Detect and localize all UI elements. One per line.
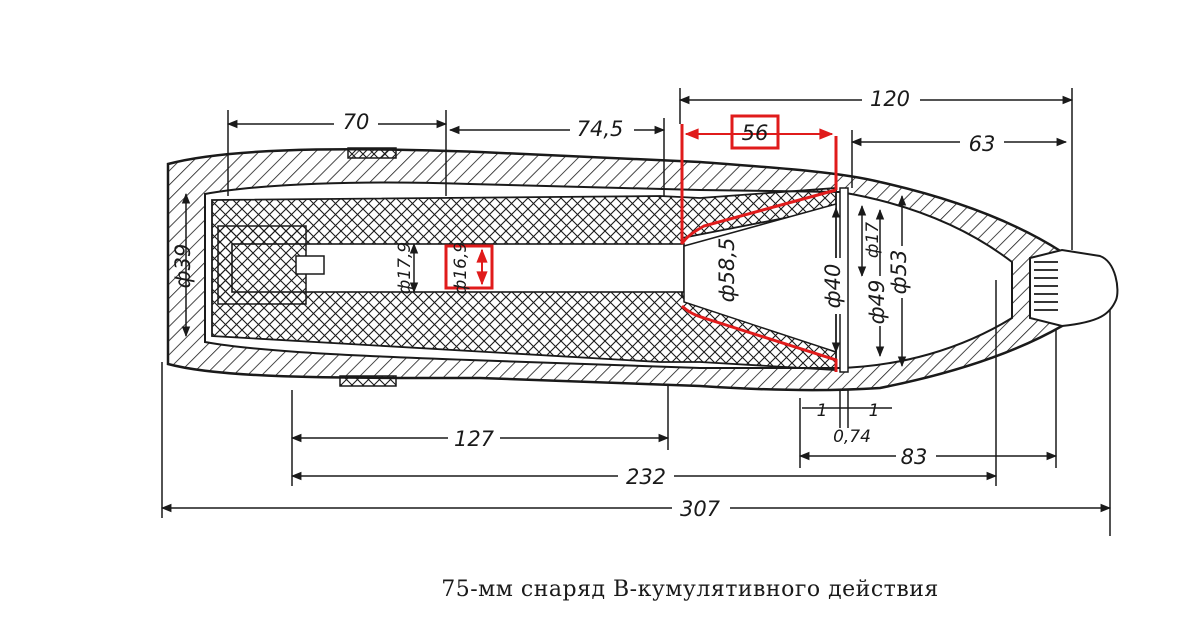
label-120: 120 xyxy=(870,87,910,111)
red-cone-outline-bottom xyxy=(680,304,838,372)
label-dia-17-9: ф17,9 xyxy=(395,242,415,294)
shell-body xyxy=(166,147,1119,392)
label-dia-49: ф49 xyxy=(865,280,889,325)
label-307: 307 xyxy=(680,497,721,521)
label-section-right: 1 xyxy=(869,401,880,421)
label-dia-40: ф40 xyxy=(821,264,845,309)
nose-fuze xyxy=(1029,248,1119,328)
base-detonator xyxy=(217,225,307,305)
label-56: 56 xyxy=(742,121,769,145)
red-cone-outline-top xyxy=(680,124,837,245)
dimension-labels: 70 74,5 56 120 63 ф39 ф17,9 ф16,9 ф58,5 … xyxy=(171,86,1004,522)
red-box-16-9 xyxy=(444,244,494,290)
fuze-thread xyxy=(1034,261,1058,311)
label-section-left: 1 xyxy=(817,401,828,421)
label-70: 70 xyxy=(343,110,370,134)
label-dia-17: ф17 xyxy=(863,222,883,258)
driving-band-top xyxy=(347,147,397,159)
red-highlight-overlay xyxy=(444,114,838,372)
label-dia-16-9: ф16,9 xyxy=(451,242,471,294)
drawing-caption: 75-мм снаряд В-кумулятивного действия xyxy=(441,577,939,602)
label-dia-58-5: ф58,5 xyxy=(715,238,739,303)
label-63: 63 xyxy=(969,132,996,156)
label-74-5: 74,5 xyxy=(577,117,624,141)
label-dia-39: ф39 xyxy=(171,244,195,289)
label-127: 127 xyxy=(454,427,495,451)
detonator-pin xyxy=(295,255,325,275)
red-box-56 xyxy=(730,114,780,150)
label-liner-thickness: 0,74 xyxy=(833,427,871,447)
label-dia-53: ф53 xyxy=(887,250,911,295)
label-83: 83 xyxy=(901,445,928,469)
driving-band-bottom xyxy=(339,375,397,387)
label-232: 232 xyxy=(626,465,666,489)
